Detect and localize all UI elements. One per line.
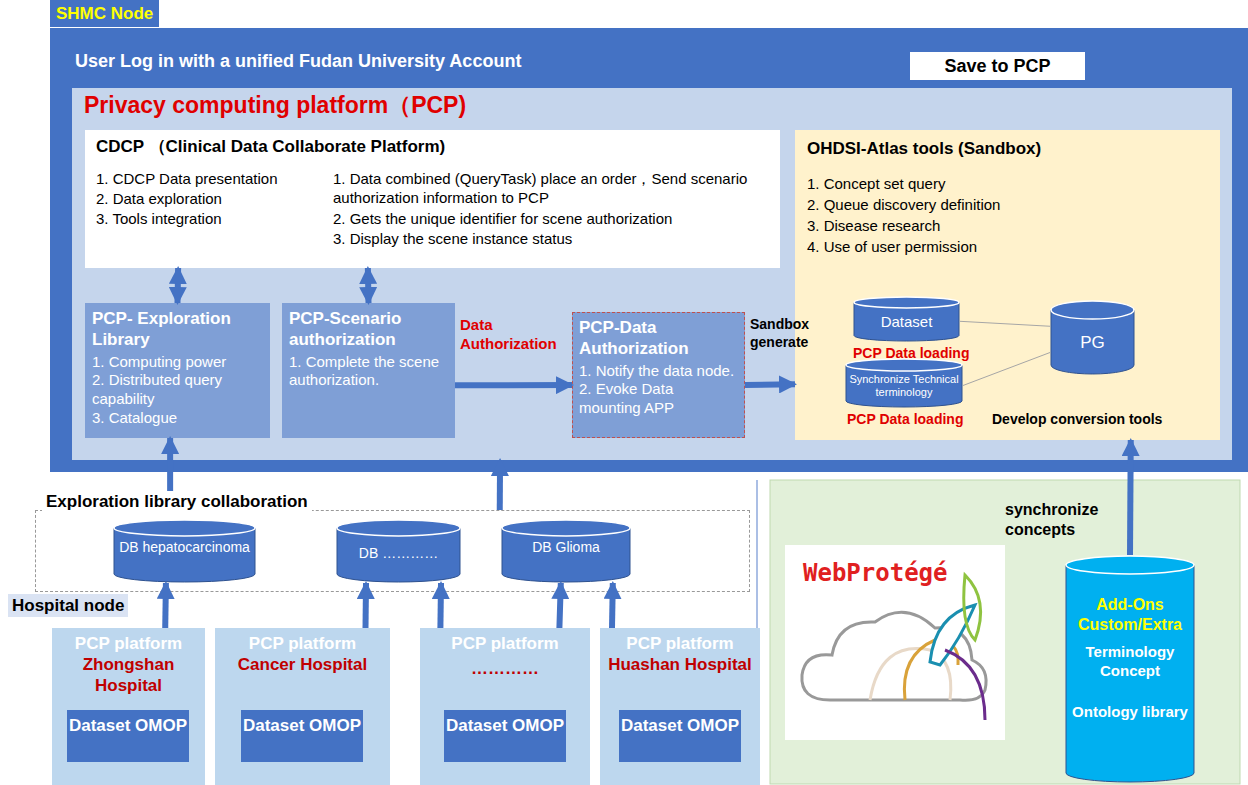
note-label: Develop conversion tools	[992, 411, 1162, 427]
node-title: PCP-Scenario authorization	[289, 308, 448, 351]
node-title: DB …………	[340, 545, 457, 563]
node-title: PG	[1050, 332, 1135, 353]
node-title: Add-Ons Custom/Extra	[1069, 595, 1191, 635]
node-text: Ontology library	[1069, 703, 1191, 722]
block-arrow	[175, 268, 182, 303]
block-arrow	[455, 382, 572, 388]
scenario-authorization-box: PCP-Scenario authorization1. Complete th…	[282, 303, 455, 438]
node-text: 1. Complete the scene authorization.	[289, 353, 448, 391]
node-text: 3. Display the scene instance status	[333, 230, 773, 249]
node-title: WebProtégé	[803, 559, 1003, 588]
node-title: Dataset	[853, 313, 960, 332]
block-arrow	[363, 583, 370, 628]
node-title: CDCP （Clinical Data Collaborate Platform…	[96, 136, 736, 157]
logo-box	[785, 545, 1005, 740]
block-arrow	[162, 583, 169, 628]
node-text: Terminology Concept	[1069, 643, 1191, 681]
node-title: PCP platform	[420, 633, 590, 654]
node-title: PCP platform	[600, 633, 760, 654]
block-arrow	[437, 583, 444, 628]
block-arrow	[497, 460, 503, 510]
node-text: Zhongshan Hospital	[52, 654, 205, 697]
node-text: 1. Notify the data node.	[579, 362, 738, 381]
node-title: Synchronize Technical terminology	[849, 373, 959, 398]
node-title: PCP platform	[215, 633, 390, 654]
terminology-cylinder: Synchronize Technical terminology	[845, 358, 963, 408]
node-title: Dataset OMOP	[619, 715, 741, 736]
node-text: 1. Data combined (QueryTask) place an or…	[333, 170, 773, 208]
connector-line	[960, 321, 1050, 326]
node-text: 3. Tools integration	[96, 210, 326, 229]
node-title: DB Glioma	[505, 539, 627, 557]
node-text: 2. Distributed query capability	[92, 371, 263, 409]
dataset-box: Dataset OMOP	[619, 710, 741, 762]
node-text: 1. CDCP Data presentation	[96, 170, 326, 189]
ontology-cylinder: Add-Ons Custom/ExtraTerminology ConceptO…	[1065, 555, 1195, 783]
node-title: Exploration library collaboration	[42, 491, 312, 512]
webprotege-box: WebProtégé	[785, 545, 1005, 740]
node-title: Dataset OMOP	[444, 715, 566, 736]
node-text: Huashan Hospital	[600, 654, 760, 675]
node-text: 2. Data exploration	[96, 190, 326, 209]
node-text: 1. Computing power	[92, 353, 263, 372]
sandbox-box: OHDSI-Atlas tools (Sandbox) 1. Concept se…	[795, 130, 1220, 440]
node-title: Save to PCP	[910, 55, 1085, 78]
hospital-box: PCP platformZhongshan HospitalDataset OM…	[52, 628, 205, 785]
node-text: 2. Queue discovery definition	[807, 196, 1207, 215]
ontology-region	[770, 480, 1240, 784]
data-authorization-box: PCP-Data Authorization 1. Notify the data…	[572, 312, 745, 438]
node-text: 2. Gets the unique identifier for scene …	[333, 210, 773, 229]
hospital-box: PCP platform ………… Dataset OMOP	[420, 628, 590, 785]
node-text: 1. Concept set query	[807, 175, 1207, 194]
edge-label: Data Authorization	[460, 316, 570, 354]
node-text: 3. Catalogue	[92, 409, 263, 428]
block-arrow	[609, 583, 616, 628]
block-arrow	[745, 381, 795, 388]
db-cylinder: DB …………	[336, 519, 461, 583]
node-title: Dataset OMOP	[67, 715, 189, 736]
cdcp-box: CDCP （Clinical Data Collaborate Platform…	[85, 130, 780, 268]
node-title: PCP-Data Authorization	[579, 317, 738, 360]
node-title: SHMC Node	[50, 0, 159, 27]
dataset-box: Dataset OMOP	[444, 710, 566, 762]
node-title: OHDSI-Atlas tools (Sandbox)	[807, 138, 1207, 159]
block-arrow	[1127, 440, 1134, 555]
save-box: Save to PCP	[910, 52, 1085, 80]
note-label: PCP Data loading	[853, 345, 969, 361]
exploration-library-box: PCP- Exploration Library 1. Computing pow…	[85, 303, 270, 438]
dataset-cylinder: Dataset	[853, 296, 960, 342]
node-title: Dataset OMOP	[241, 715, 363, 736]
edge-label: Sandbox generate	[750, 316, 840, 351]
pcp-panel: Privacy computing platform（PCP) CDCP （Cli…	[72, 88, 1232, 460]
node-title: Hospital node	[8, 594, 128, 617]
pg-cylinder: PG	[1050, 300, 1135, 375]
exploration-collaboration-region: Exploration library collaborationDB hepa…	[35, 510, 750, 592]
dataset-box: Dataset OMOP	[241, 710, 363, 762]
webprotege-logo	[802, 575, 986, 720]
db-cylinder: DB hepatocarcinoma	[113, 519, 256, 583]
node-title: Privacy computing platform（PCP)	[84, 91, 884, 120]
block-arrow	[365, 268, 372, 303]
block-arrow	[559, 583, 560, 628]
node-title: PCP platform	[52, 633, 205, 654]
node-text: 3. Disease research	[807, 217, 1207, 236]
db-cylinder: DB Glioma	[501, 519, 631, 583]
connector-line	[963, 353, 1050, 386]
node-text: Cancer Hospital	[215, 654, 390, 675]
hospital-box: PCP platformCancer HospitalDataset OMOP	[215, 628, 390, 785]
edge-label: synchronize concepts	[1005, 500, 1125, 540]
node-text: 4. Use of user permission	[807, 238, 1207, 257]
node-title: DB hepatocarcinoma	[117, 539, 252, 557]
hospital-region: Hospital nodePCP platformZhongshan Hospi…	[30, 620, 770, 785]
node-text: 2. Evoke Data mounting APP	[579, 380, 738, 418]
node-text: …………	[420, 658, 590, 679]
shmc-band: SHMC NodeUser Log in with a unified Fuda…	[50, 28, 1248, 472]
note-label: PCP Data loading	[847, 411, 963, 427]
hospital-box: PCP platformHuashan HospitalDataset OMOP	[600, 628, 760, 785]
dataset-box: Dataset OMOP	[67, 710, 189, 762]
block-arrow	[167, 438, 173, 510]
node-title: PCP- Exploration Library	[92, 308, 263, 351]
node-text: User Log in with a unified Fudan Univers…	[75, 50, 875, 73]
